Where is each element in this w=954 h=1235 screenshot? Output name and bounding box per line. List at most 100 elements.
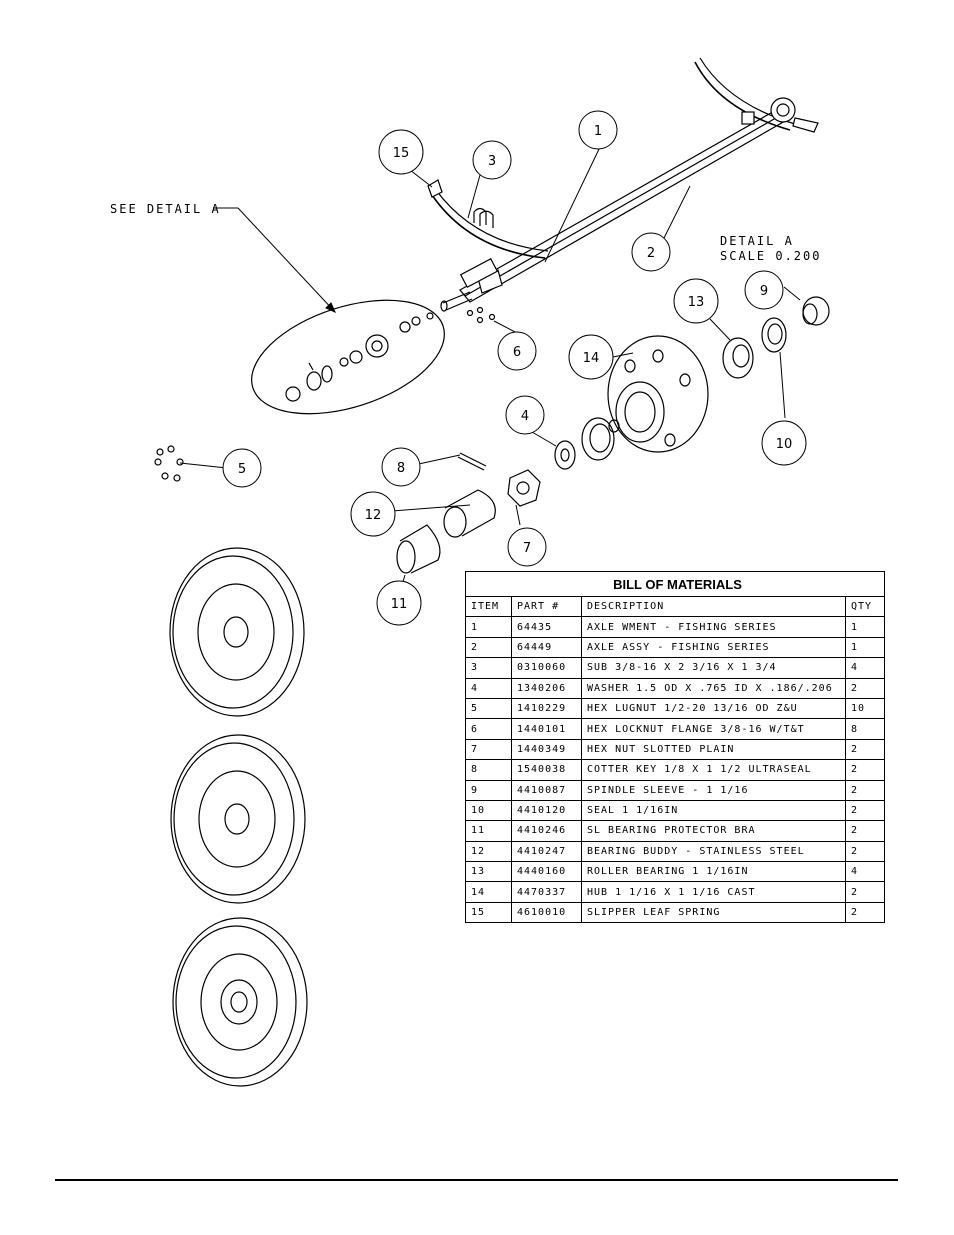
bom-cell-description: BEARING BUDDY - STAINLESS STEEL: [581, 840, 846, 863]
bom-cell-item: 15: [465, 901, 512, 924]
bom-cell-qty: 8: [845, 718, 885, 740]
callout-9-label: 9: [760, 284, 768, 299]
bom-cell-qty: 2: [845, 677, 885, 699]
slotted-nut: [507, 469, 541, 507]
callout-1-label: 1: [594, 124, 602, 139]
bom-cell-part: 4440160: [511, 861, 582, 883]
callout-6-label: 6: [513, 345, 521, 360]
bom-cell-description: COTTER KEY 1/8 X 1 1/2 ULTRASEAL: [581, 759, 846, 781]
washer: [554, 440, 576, 470]
wheel-2: [170, 734, 306, 904]
callout-13: [673, 278, 719, 324]
callout-2-label: 2: [647, 246, 655, 261]
bom-cell-description: SEAL 1 1/16IN: [581, 799, 846, 822]
bom-cell-qty: 10: [845, 697, 885, 720]
bom-cell-part: 1410229: [511, 697, 582, 720]
bom-cell-qty: 2: [845, 901, 885, 924]
bearing-protector: [396, 524, 441, 574]
bom-cell-description: AXLE WMENT - FISHING SERIES: [581, 616, 846, 638]
leader-lines: [179, 146, 801, 586]
bom-cell-item: 2: [465, 636, 512, 659]
bom-cell-item: 4: [465, 677, 512, 699]
callout-12: [350, 491, 396, 537]
bom-cell-description: HEX LOCKNUT FLANGE 3/8-16 W/T&T: [581, 718, 846, 740]
callout-2: [631, 232, 671, 272]
bom-cell-part: 4410087: [511, 779, 582, 801]
bom-cell-qty: 1: [845, 636, 885, 659]
callout-3-label: 3: [488, 154, 496, 169]
bom-cell-part: 4610010: [511, 901, 582, 924]
see-detail-note: SEE DETAIL A: [110, 202, 221, 216]
bom-cell-qty: 2: [845, 881, 885, 903]
bom-cell-part: 1340206: [511, 677, 582, 699]
callout-10-label: 10: [776, 437, 793, 452]
bom-cell-description: ROLLER BEARING 1 1/16IN: [581, 861, 846, 883]
bom-header-qty: QTY: [845, 595, 885, 618]
bom-cell-part: 0310060: [511, 657, 582, 679]
callout-11: [376, 580, 422, 626]
bom-cell-item: 1: [465, 616, 512, 638]
cotter-key: [457, 452, 487, 471]
bom-cell-item: 9: [465, 779, 512, 801]
bom-cell-qty: 2: [845, 840, 885, 863]
bom-cell-part: 4410120: [511, 799, 582, 822]
bom-cell-qty: 4: [845, 861, 885, 883]
bom-cell-qty: 2: [845, 759, 885, 781]
callout-14: [568, 334, 614, 380]
bom-header-row: ITEM PART # DESCRIPTION QTY: [465, 595, 885, 618]
spindle-sleeve: [802, 296, 830, 326]
bom-cell-description: HUB 1 1/16 X 1 1/16 CAST: [581, 881, 846, 903]
callout-10: [761, 420, 807, 466]
bom-cell-item: 10: [465, 799, 512, 822]
callout-4: [505, 395, 545, 435]
callout-11-label: 11: [391, 597, 408, 612]
bom-cell-qty: 2: [845, 820, 885, 842]
bom-cell-item: 13: [465, 861, 512, 883]
callout-5-label: 5: [238, 462, 246, 477]
bom-cell-item: 14: [465, 881, 512, 903]
bom-cell-description: SPINDLE SLEEVE - 1 1/16: [581, 779, 846, 801]
bom-cell-qty: 4: [845, 657, 885, 679]
wheel-3: [172, 917, 308, 1087]
bom-header-description: DESCRIPTION: [581, 595, 846, 618]
bom-cell-part: 4410246: [511, 820, 582, 842]
axle-assembly: [427, 57, 819, 312]
callout-4-label: 4: [521, 409, 529, 424]
bearing-buddy: [443, 489, 496, 538]
bom-cell-item: 5: [465, 697, 512, 720]
callout-7-label: 7: [523, 541, 531, 556]
bom-cell-item: 12: [465, 840, 512, 863]
callout-8-label: 8: [397, 461, 405, 476]
callout-12-label: 12: [365, 508, 382, 523]
footer-rule: [55, 1179, 898, 1181]
bom-cell-description: AXLE ASSY - FISHING SERIES: [581, 636, 846, 659]
detail-scale: SCALE 0.200: [720, 249, 821, 263]
lug-nuts: [154, 445, 184, 482]
seal-outer: [761, 317, 787, 353]
bom-cell-item: 7: [465, 738, 512, 761]
bom-cell-item: 3: [465, 657, 512, 679]
lock-nuts: [466, 306, 496, 324]
bom-cell-part: 1440101: [511, 718, 582, 740]
bom-cell-item: 11: [465, 820, 512, 842]
callout-balloons: [222, 110, 807, 626]
callout-8: [381, 447, 421, 487]
roller-bearing: [722, 337, 754, 379]
hub: [607, 335, 709, 453]
bill-of-materials-table: BILL OF MATERIALS ITEM PART # DESCRIPTIO…: [465, 571, 885, 924]
bom-cell-part: 1440349: [511, 738, 582, 761]
callout-14-label: 14: [583, 351, 600, 366]
bom-cell-description: SL BEARING PROTECTOR BRA: [581, 820, 846, 842]
callout-15-label: 15: [393, 146, 410, 161]
bom-cell-description: WASHER 1.5 OD X .765 ID X .186/.206: [581, 677, 846, 699]
